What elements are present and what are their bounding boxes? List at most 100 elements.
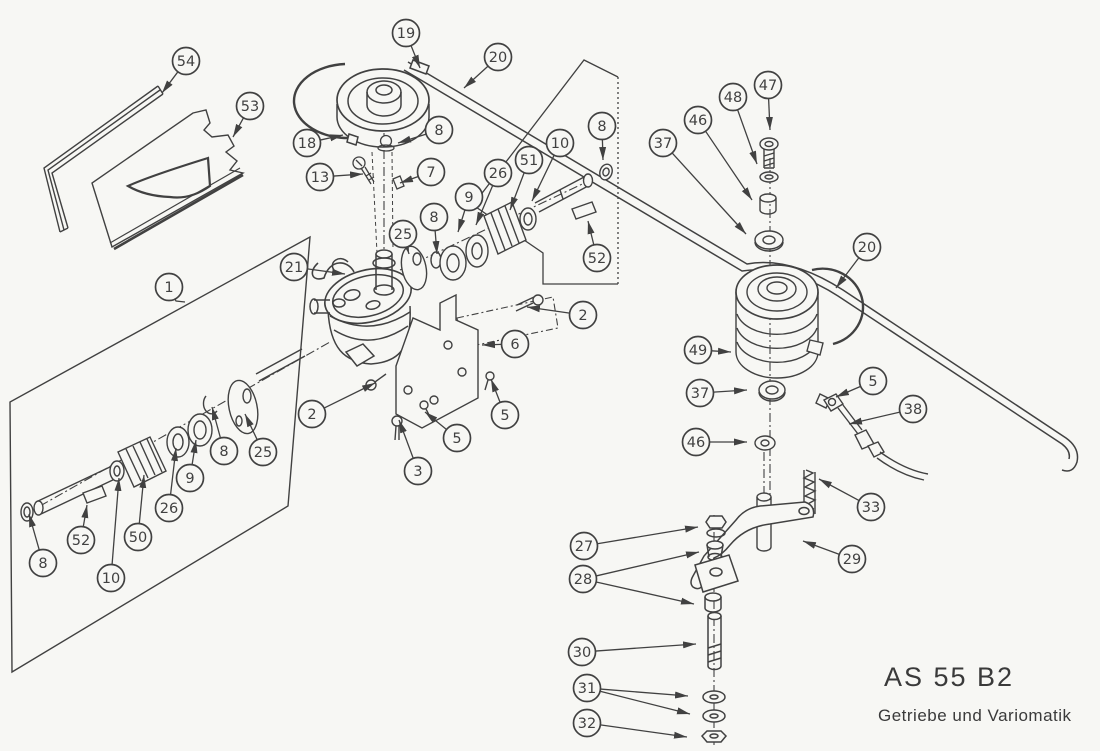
part-25-disc — [227, 379, 259, 435]
callout-leader — [401, 240, 410, 255]
part-13-screw — [352, 156, 375, 185]
callout-leader — [597, 525, 699, 545]
callout-circle — [500, 329, 530, 359]
callout-circle — [587, 111, 617, 141]
hidden-shaft-lines — [371, 151, 394, 254]
callout-number: 33 — [862, 500, 880, 516]
upper-right-train — [400, 163, 613, 291]
callout-leader — [587, 220, 595, 246]
callout-number: 2 — [578, 308, 587, 324]
callout-number: 52 — [588, 251, 606, 267]
callout-number: 7 — [426, 165, 435, 181]
callout-number: 27 — [575, 539, 593, 555]
callout-number: 54 — [177, 54, 195, 70]
callout-20: 20 — [835, 232, 882, 289]
callout-28: 28 — [568, 551, 700, 605]
callout-52: 52 — [582, 220, 612, 273]
callout-number: 31 — [578, 681, 596, 697]
callout-leader — [671, 152, 747, 235]
callout-7: 7 — [399, 157, 446, 187]
callout-9: 9 — [454, 182, 484, 233]
callout-number: 8 — [597, 119, 606, 135]
callout-25: 25 — [388, 219, 418, 255]
callout-number: 37 — [691, 386, 709, 402]
bracket-assembly — [365, 293, 559, 441]
callout-circle — [297, 399, 327, 429]
callout-50: 50 — [123, 474, 153, 552]
callout-leader — [161, 71, 179, 94]
callout-leader — [397, 133, 427, 144]
callout-circle — [568, 300, 598, 330]
callout-leader — [736, 109, 758, 165]
part-21-gearbox — [255, 249, 413, 382]
callout-number: 50 — [129, 530, 147, 546]
callout-leader — [81, 504, 89, 527]
callout-leader — [410, 45, 421, 69]
callout-circle — [685, 378, 715, 408]
callout-number: 46 — [689, 113, 707, 129]
callout-number: 8 — [219, 444, 228, 460]
part-46-bushing-bottom — [754, 435, 776, 451]
callout-leader — [531, 154, 555, 202]
callout-circle — [568, 564, 598, 594]
callout-circle — [292, 128, 322, 158]
callout-circle — [648, 128, 678, 158]
callout-circle — [66, 525, 96, 555]
callout-circle — [175, 463, 205, 493]
callout-circle — [681, 427, 711, 457]
callout-19: 19 — [391, 18, 421, 69]
callout-circle — [683, 105, 713, 135]
callout-circle — [858, 366, 888, 396]
callout-circle — [852, 232, 882, 262]
callout-8: 8 — [28, 513, 58, 578]
callout-circle — [545, 128, 575, 158]
part-9-bearing-2 — [439, 245, 467, 281]
callout-number: 19 — [397, 26, 415, 42]
pivot-arm-assembly — [690, 501, 815, 743]
callout-circle — [248, 437, 278, 467]
callout-circle — [569, 531, 599, 561]
callout-circle — [391, 18, 421, 48]
part-46-spacer — [759, 193, 777, 215]
part-18-pulley — [292, 62, 430, 148]
callout-leader — [174, 298, 186, 303]
callout-circle — [424, 115, 454, 145]
belt-guard — [811, 267, 865, 346]
callout-circle — [154, 493, 184, 523]
callout-circle — [683, 335, 713, 365]
callout-number: 48 — [724, 90, 742, 106]
callout-number: 8 — [38, 556, 47, 572]
callout-46: 46 — [681, 427, 747, 457]
part-6-bracket — [395, 293, 479, 429]
callout-number: 51 — [520, 153, 538, 169]
callout-26: 26 — [475, 158, 513, 226]
callout-number: 32 — [578, 716, 596, 732]
callout-46: 46 — [683, 105, 753, 201]
callout-52: 52 — [66, 504, 96, 555]
part-5-screw-b — [484, 371, 495, 391]
callout-circle — [209, 436, 239, 466]
callout-number: 30 — [573, 645, 591, 661]
callout-number: 53 — [241, 99, 259, 115]
callout-8: 8 — [587, 111, 617, 161]
callout-number: 21 — [285, 260, 303, 276]
callout-54: 54 — [161, 46, 201, 94]
callout-leader — [481, 341, 502, 349]
callout-circle — [235, 91, 265, 121]
part-9-bearing — [187, 413, 213, 447]
callout-leader — [475, 185, 494, 226]
drawing-title: AS 55 B2 — [884, 662, 1015, 692]
callout-number: 29 — [843, 552, 861, 568]
callout-circle — [416, 157, 446, 187]
callout-leader — [802, 540, 840, 555]
part-8-nut-top — [377, 134, 395, 152]
part-2-screw-b — [365, 373, 387, 391]
callout-circle — [279, 252, 309, 282]
callout-number: 52 — [72, 533, 90, 549]
part-10-washer — [109, 460, 125, 482]
callout-30: 30 — [567, 637, 697, 667]
callout-number: 8 — [434, 123, 443, 139]
callout-number: 20 — [858, 240, 876, 256]
callout-21: 21 — [279, 252, 346, 282]
callout-number: 1 — [164, 280, 173, 296]
